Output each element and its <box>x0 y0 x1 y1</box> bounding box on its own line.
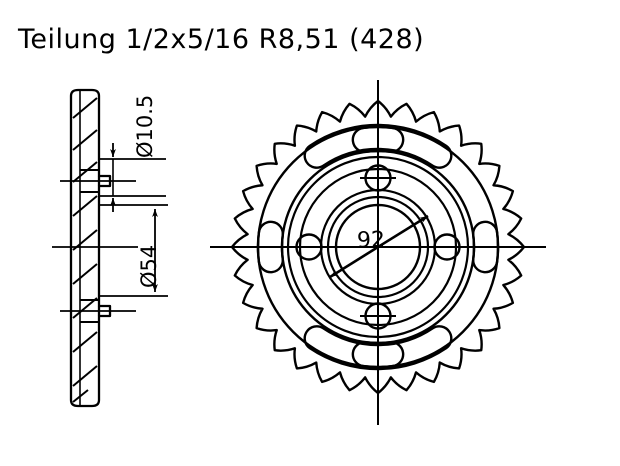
slot <box>303 123 453 169</box>
sprocket-teeth <box>230 99 526 395</box>
dimension-label-bore-diameter: 92 <box>356 227 386 254</box>
section-hatching <box>72 97 98 403</box>
lightening-slots <box>256 123 500 371</box>
side-section-view <box>69 88 112 408</box>
slot <box>256 125 405 274</box>
slot <box>303 325 453 371</box>
dimension-bore-diameter <box>329 214 429 279</box>
page-title: Teilung 1/2x5/16 R8,51 (428) <box>18 24 425 55</box>
dimension-bolt-circle-diameter <box>99 204 168 297</box>
section-centerlines <box>52 180 138 312</box>
dimension-label-bolt-circle-diameter: Ø54 <box>137 244 161 288</box>
dimension-label-bolt-hole-diameter: Ø10.5 <box>133 94 157 158</box>
hole-center-marks <box>291 177 465 317</box>
